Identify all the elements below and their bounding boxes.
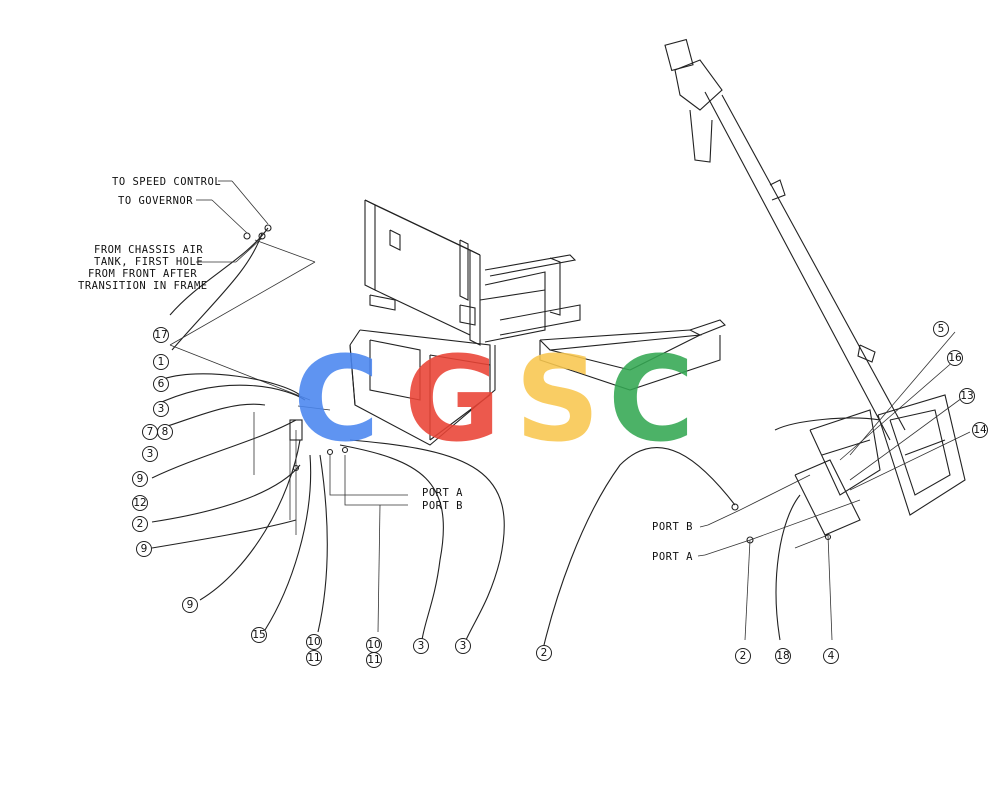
callout-16: 16 [947,350,963,366]
cgsc-watermark: C G S C [293,330,695,468]
svg-text:3: 3 [418,640,425,652]
svg-text:16: 16 [948,352,962,364]
svg-text:2: 2 [740,650,747,662]
watermark-letter-c1: C [293,330,380,468]
svg-text:2: 2 [541,647,548,659]
note-from-chassis-4: TRANSITION IN FRAME [78,280,208,292]
callout-9: 9 [182,597,198,613]
watermark-letter-s: S [515,330,600,468]
callout-13: 13 [959,388,975,404]
note-leaders [196,180,709,557]
callout-3: 3 [142,446,158,462]
note-from-chassis-3: FROM FRONT AFTER [88,268,197,280]
hose-lines [151,224,505,641]
callout-12: 12 [132,495,148,511]
callout-10: 10 [306,634,322,650]
callout-18: 18 [775,648,791,664]
note-to-speed-control: TO SPEED CONTROL [112,176,221,188]
svg-text:9: 9 [137,473,144,485]
svg-text:17: 17 [154,329,167,341]
svg-text:3: 3 [158,403,165,415]
callout-15: 15 [251,627,267,643]
note-to-governor: TO GOVERNOR [118,195,193,207]
svg-text:15: 15 [252,629,265,641]
callout-2: 2 [132,516,148,532]
note-port-a-left: PORT A [422,487,463,499]
svg-text:3: 3 [147,448,154,460]
callout-5: 5 [933,321,949,337]
callout-9: 9 [132,471,148,487]
svg-text:11: 11 [307,652,320,664]
svg-text:4: 4 [828,650,835,662]
svg-text:11: 11 [367,654,380,666]
notes: TO SPEED CONTROL TO GOVERNOR FROM CHASSI… [78,176,693,563]
callout-3: 3 [413,638,429,654]
svg-text:3: 3 [460,640,467,652]
callout-14: 14 [972,422,988,438]
callout-3: 3 [153,401,169,417]
svg-text:9: 9 [141,543,148,555]
callout-2: 2 [735,648,751,664]
svg-text:7: 7 [147,426,154,438]
svg-text:2: 2 [137,518,144,530]
callout-4: 4 [823,648,839,664]
callout-17: 17 [153,327,169,343]
svg-text:13: 13 [960,390,973,402]
note-port-a-right: PORT A [652,551,693,563]
frame-structure [349,199,726,446]
svg-text:14: 14 [973,424,987,436]
svg-text:6: 6 [158,378,165,390]
svg-text:12: 12 [133,497,146,509]
callout-11: 11 [306,650,322,666]
callout-10: 10 [366,637,382,653]
callouts: 17 1 6 3 7 8 3 9 12 2 9 9 15 10 11 10 11… [132,321,988,668]
note-port-b-left: PORT B [422,500,463,512]
note-port-b-right: PORT B [652,521,693,533]
watermark-letter-g: G [404,330,501,468]
note-from-chassis-1: FROM CHASSIS AIR [94,244,203,256]
callout-6: 6 [153,376,169,392]
callout-9: 9 [136,541,152,557]
right-hoses [543,331,971,646]
watermark-letter-c2: C [608,330,695,468]
callout-8: 8 [157,424,173,440]
callout-3: 3 [455,638,471,654]
callout-7: 7 [142,424,158,440]
svg-text:10: 10 [307,636,320,648]
callout-11: 11 [366,652,382,668]
note-from-chassis-2: TANK, FIRST HOLE [94,256,203,268]
auger-tube [664,38,966,536]
svg-text:18: 18 [776,650,789,662]
callout-2: 2 [536,645,552,661]
svg-text:9: 9 [187,599,194,611]
svg-text:1: 1 [158,356,165,368]
svg-text:8: 8 [162,426,169,438]
callout-1: 1 [153,354,169,370]
svg-text:10: 10 [367,639,380,651]
svg-text:5: 5 [938,323,945,335]
